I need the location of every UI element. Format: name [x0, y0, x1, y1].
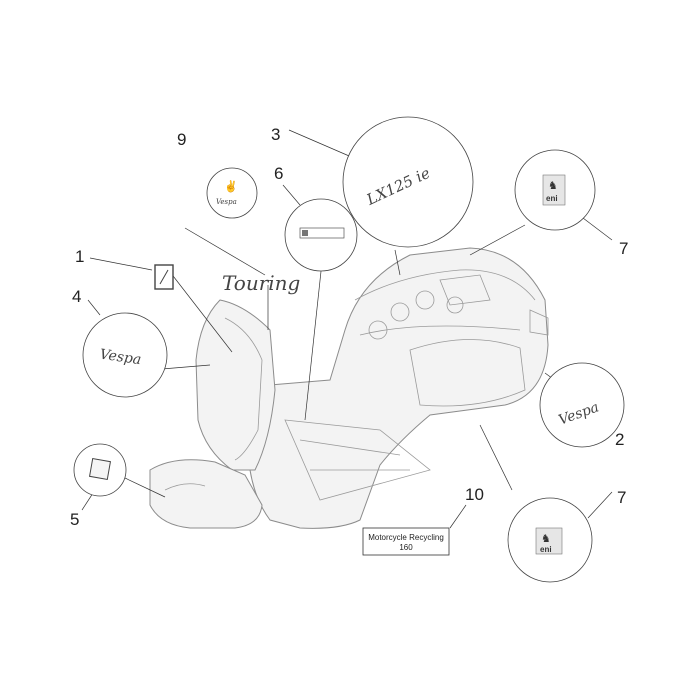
leader-lines: [81, 129, 613, 529]
callout-5-emblem: [73, 443, 127, 497]
recycling-label-line1: Motorcycle Recycling: [368, 533, 444, 542]
callout-1-badge: [154, 264, 174, 290]
eni-text-bottom: eni: [540, 545, 552, 554]
callout-number-7-top: 7: [619, 239, 628, 258]
scooter-body: [149, 247, 549, 529]
recycling-label-line2: 160: [399, 543, 413, 552]
eni-text-top: eni: [546, 194, 558, 203]
eni-dog-icon: ♞: [548, 180, 558, 192]
callout-10-recycling-label: Motorcycle Recycling 160: [362, 527, 450, 556]
children-figure-icon: ✌: [224, 179, 238, 193]
callout-number-10: 10: [465, 485, 484, 504]
eni-sticker-top: [542, 174, 566, 206]
callout-7-bottom-eni: ♞ eni: [507, 497, 593, 583]
emblem-decal: [88, 457, 112, 481]
vespa-mini-script: Vespa: [216, 198, 237, 206]
callout-3-lx125-decal: LX125 ie: [342, 116, 474, 248]
callout-number-6: 6: [274, 164, 283, 183]
callout-6-plate: [284, 198, 358, 272]
touring-decal-text: Touring: [222, 271, 300, 295]
callout-number-1: 1: [75, 247, 84, 266]
eni-dog-icon-bottom: ♞: [541, 533, 551, 545]
callout-number-9: 9: [177, 130, 186, 149]
callout-number-7-bottom: 7: [617, 488, 626, 507]
callout-7-top-eni: ♞ eni: [514, 149, 596, 231]
callout-2-vespa-decal: Vespa: [539, 362, 625, 448]
callout-number-3: 3: [271, 125, 280, 144]
callout-number-2: 2: [615, 430, 624, 449]
plate-logo-icon: [302, 230, 308, 236]
callout-9-children-sticker: ✌ Vespa: [206, 167, 258, 219]
eni-sticker-bottom: [535, 527, 563, 555]
callout-number-4: 4: [72, 287, 81, 306]
plate-sticker: [299, 227, 345, 239]
vespa-decal-text-4: Vespa: [99, 347, 142, 369]
callout-number-5: 5: [70, 510, 79, 529]
recycling-label-box: [362, 527, 450, 556]
callout-4-vespa-decal: Vespa: [82, 312, 168, 398]
